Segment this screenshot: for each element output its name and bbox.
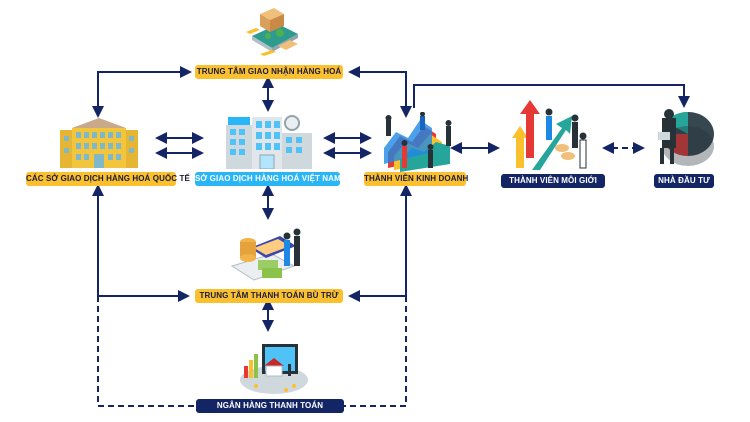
investor-label: NHÀ ĐẦU TƯ [654, 174, 714, 188]
intl-exchanges-label: CÁC SỞ GIAO DỊCH HÀNG HOÁ QUỐC TẾ [26, 172, 190, 186]
link-intl-bank-dashed [97, 296, 196, 407]
intl-exchanges-illustration [60, 118, 138, 168]
link-trading-clearing [348, 184, 412, 302]
link-trading-investor-top [413, 84, 690, 108]
clearing-center-illustration [230, 228, 301, 281]
vn-exchange-label: SỞ GIAO DỊCH HÀNG HOÁ VIỆT NAM [195, 172, 341, 186]
trading-member-label: THÀNH VIÊN KINH DOANH [364, 172, 468, 186]
clearing-center-label: TRUNG TÂM THANH TOÁN BÙ TRỪ [195, 289, 343, 303]
delivery-center-illustration [246, 8, 298, 56]
link-trading-delivery [348, 66, 412, 118]
trading-member-illustration [384, 112, 452, 172]
delivery-center-label: TRUNG TÂM GIAO NHẬN HÀNG HOÁ [195, 65, 343, 79]
link-intl-clearing [92, 184, 190, 302]
vn-exchange-illustration [226, 115, 312, 169]
broker-member-label: THÀNH VIÊN MÔI GIỚI [501, 174, 605, 188]
payment-bank-illustration [240, 344, 308, 394]
broker-member-illustration [512, 100, 587, 170]
link-trading-bank-dashed [344, 296, 407, 407]
payment-bank-label: NGÂN HÀNG THANH TOÁN [196, 399, 344, 413]
link-intl-delivery [92, 66, 192, 118]
investor-illustration [658, 109, 714, 166]
